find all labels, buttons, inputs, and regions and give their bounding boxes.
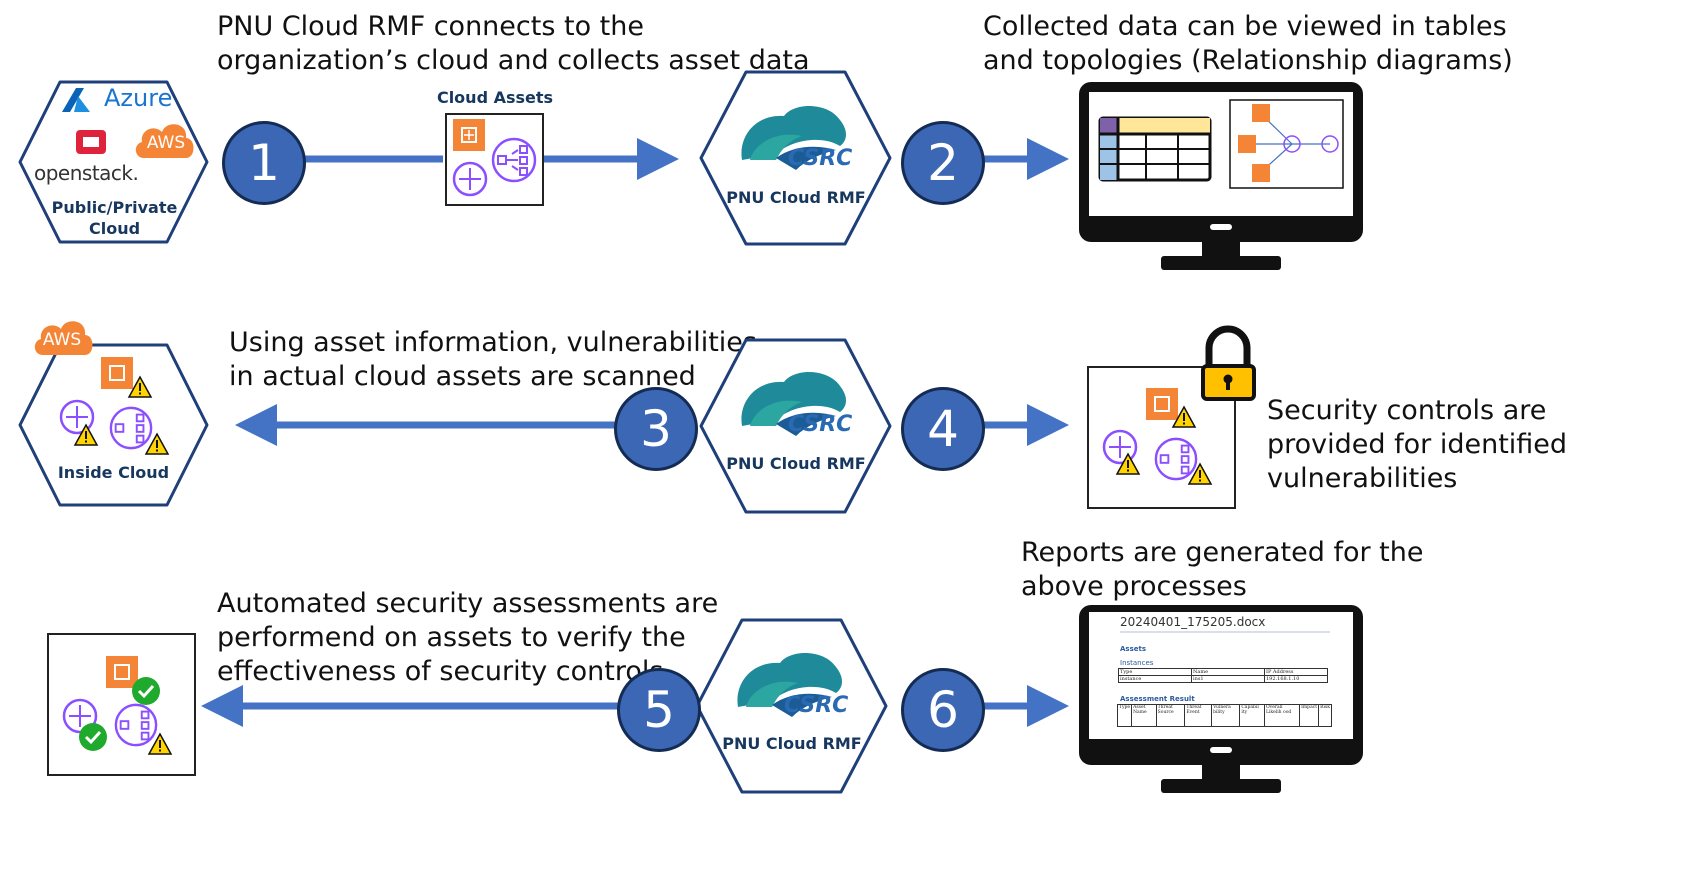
aws-cloud-icon — [135, 124, 194, 158]
assessment-header-cell: Risk — [1318, 704, 1332, 727]
lock-icon — [1201, 325, 1256, 401]
csrc-logo-2 — [741, 371, 846, 436]
assessment-header-cell: Threat Event — [1184, 704, 1213, 727]
assessment-table: Type Asset Name Threat Source Threat Eve… — [1116, 704, 1332, 727]
report-filename: 20240401_175205.docx — [1120, 615, 1266, 629]
inside-cloud-hexagon — [18, 343, 209, 507]
ec2-icon-4 — [106, 656, 138, 688]
instances-cell: 192.168.1.10 — [1264, 675, 1328, 683]
load-balancer-icon-3 — [1154, 437, 1198, 481]
aws-label: AWS — [146, 133, 186, 153]
warning-icon-2 — [73, 423, 99, 446]
assessment-header-cell: Type — [1116, 704, 1133, 727]
instances-header-cell: Name — [1191, 668, 1265, 676]
report-assets-heading: Assets — [1120, 645, 1147, 653]
warning-icon-7 — [147, 732, 173, 755]
monitor-1 — [1079, 82, 1363, 270]
step-number-3: 3 — [614, 387, 698, 471]
instances-header-cell: IP Address — [1264, 668, 1328, 676]
instances-cell: ins1 — [1191, 675, 1265, 683]
assessment-header-cell: Asset Name — [1131, 704, 1157, 727]
ec2-icon-2 — [101, 357, 133, 389]
step-number-5: 5 — [617, 668, 701, 752]
load-balancer-icon — [491, 137, 537, 183]
aws-label-2: AWS — [42, 330, 82, 350]
router-icon-2 — [59, 399, 95, 435]
assessment-header-cell: Overall Likelih ood — [1263, 704, 1301, 727]
report-instances-heading: Instances — [1120, 659, 1154, 667]
aws-cloud-icon-2 — [34, 321, 93, 355]
assessment-header-cell: Threat Source — [1155, 704, 1186, 727]
check-icon-1 — [132, 677, 160, 705]
azure-label: Azure — [104, 84, 173, 112]
openstack-label: openstack. — [34, 161, 139, 185]
load-balancer-icon-4 — [114, 703, 158, 747]
warning-icon-4 — [1171, 405, 1197, 428]
csrc-logo-text-2: CSRC — [788, 412, 853, 437]
instances-cell: instance — [1118, 675, 1192, 683]
check-icon-2 — [79, 723, 107, 751]
warning-icon-3 — [144, 432, 170, 455]
step-number-1: 1 — [222, 121, 306, 205]
csrc-logo-text-3: CSRC — [784, 693, 849, 718]
csrc-logo-text-1: CSRC — [788, 146, 853, 171]
warning-icon-1 — [127, 375, 153, 398]
step1-text: PNU Cloud RMF connects to the organizati… — [217, 11, 810, 76]
azure-icon — [62, 88, 90, 112]
ec2-icon — [453, 119, 485, 151]
rmf-label-2: PNU Cloud RMF — [726, 454, 866, 473]
step-number-4: 4 — [901, 387, 985, 471]
step-number-6: 6 — [901, 668, 985, 752]
cloud-assets-label: Cloud Assets — [436, 88, 554, 107]
assessment-header-cell: Vulnera bility — [1211, 704, 1241, 727]
instances-table: Type Name IP Address instance ins1 192.1… — [1118, 668, 1328, 683]
report-assessment-heading: Assessment Result — [1120, 695, 1195, 703]
assessment-header-cell: Capabil ity — [1239, 704, 1265, 727]
cloud-source-caption: Public/Private Cloud — [51, 198, 178, 238]
step3-text: Using asset information, vulnerabilities… — [229, 327, 757, 392]
ec2-icon-3 — [1146, 388, 1178, 420]
warning-icon-5 — [1115, 452, 1141, 475]
step-number-2: 2 — [901, 121, 985, 205]
step4-text: Security controls are provided for ident… — [1267, 395, 1568, 494]
instances-header-cell: Type — [1118, 668, 1192, 676]
router-icon-3 — [1102, 429, 1138, 465]
csrc-logo-3 — [737, 652, 842, 717]
cloud-source-hexagon — [18, 80, 209, 244]
rmf-label-1: PNU Cloud RMF — [726, 188, 866, 207]
inside-cloud-caption: Inside Cloud — [57, 463, 170, 482]
assessment-header-cell: Impact — [1299, 704, 1320, 727]
router-icon — [452, 161, 488, 197]
warning-icon-6 — [1187, 462, 1213, 485]
step2-text: Collected data can be viewed in tables a… — [983, 11, 1513, 76]
rmf-label-3: PNU Cloud RMF — [722, 734, 862, 753]
load-balancer-icon-2 — [109, 406, 153, 450]
step6-text: Reports are generated for the above proc… — [1021, 537, 1424, 602]
openstack-icon — [76, 130, 106, 154]
csrc-logo-1 — [741, 105, 846, 170]
